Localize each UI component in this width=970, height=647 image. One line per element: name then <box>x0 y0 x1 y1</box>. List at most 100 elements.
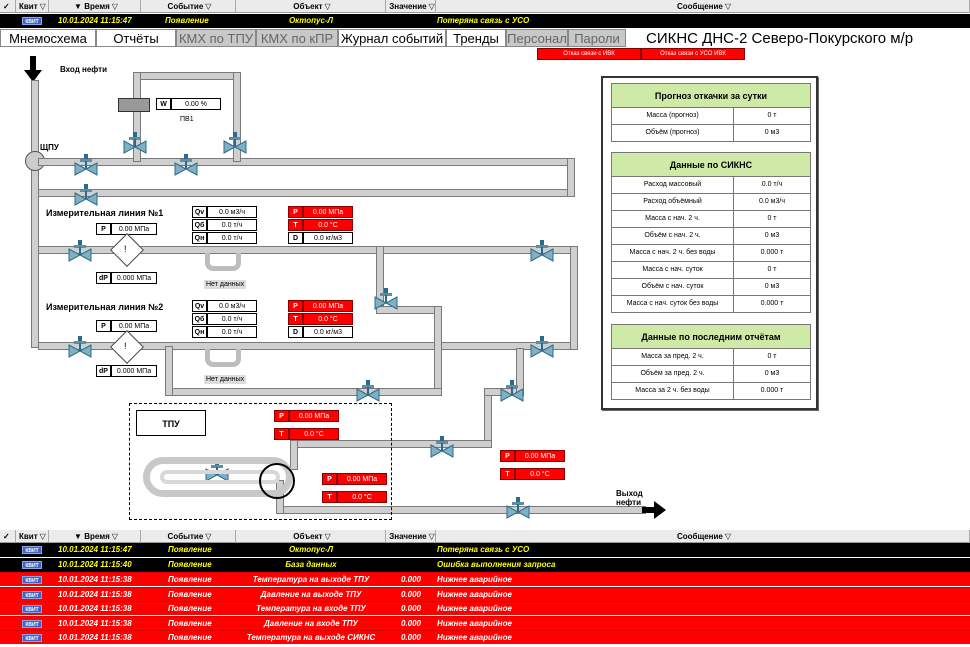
filter-icon[interactable]: ▽ <box>205 2 212 11</box>
filter-icon[interactable]: ▽ <box>724 532 732 541</box>
time-column-header[interactable]: ▼ Время▽ <box>49 0 141 13</box>
kvit-button[interactable]: КВИТ <box>22 605 42 613</box>
uso-ivk-link-fault-button[interactable]: Отказ связи с УСО ИВК <box>641 48 745 60</box>
filter-icon[interactable]: ▽ <box>428 532 435 541</box>
time-column-header[interactable]: ▼ Время▽ <box>49 530 141 543</box>
valve-icon[interactable] <box>68 336 92 360</box>
line2-filter[interactable] <box>110 330 144 364</box>
tpu-detector[interactable] <box>259 463 295 499</box>
valve-icon[interactable] <box>374 288 398 312</box>
check-column-header[interactable]: ✓ <box>0 0 16 13</box>
value-column-header[interactable]: Значение▽ <box>386 530 436 543</box>
valve-icon[interactable] <box>530 336 554 360</box>
event-column-header[interactable]: Событие▽ <box>141 530 236 543</box>
kvit-button[interactable]: КВИТ <box>22 560 42 569</box>
valve-icon[interactable] <box>430 436 454 460</box>
tab-trends[interactable]: Тренды <box>446 29 506 47</box>
value-column-header[interactable]: Значение▽ <box>386 0 436 13</box>
kvit-button[interactable]: КВИТ <box>22 17 42 25</box>
kvit-button[interactable]: КВИТ <box>22 546 42 554</box>
tab-reports[interactable]: Отчёты <box>96 29 176 47</box>
filter-icon[interactable]: ▽ <box>111 532 118 541</box>
valve-icon[interactable] <box>356 380 380 404</box>
filter-icon[interactable]: ▽ <box>111 2 118 11</box>
tab-kmh-tpu[interactable]: КМХ по ТПУ <box>176 29 256 47</box>
kvit-button[interactable]: КВИТ <box>22 619 42 628</box>
valve-icon[interactable] <box>68 240 92 264</box>
object-column-header[interactable]: Объект▽ <box>236 0 386 13</box>
top-alarm-row[interactable]: КВИТ 10.01.2024 11:15:47 Появление Октоп… <box>0 14 970 28</box>
filter-icon[interactable]: ▽ <box>324 532 331 541</box>
sort-icon[interactable]: ▼ <box>74 2 82 11</box>
object-column-header[interactable]: Объект▽ <box>236 530 386 543</box>
filter-icon[interactable]: ▽ <box>205 532 212 541</box>
event-column-header[interactable]: Событие▽ <box>141 0 236 13</box>
tab-mnemoscheme[interactable]: Мнемосхема <box>0 29 96 47</box>
valve-icon[interactable] <box>530 240 554 264</box>
ivk-link-fault-button[interactable]: Отказ связи с ИВК <box>537 48 641 60</box>
line1-filter[interactable] <box>110 233 144 267</box>
filter-icon[interactable]: ▽ <box>724 2 732 11</box>
filter-icon[interactable]: ▽ <box>428 2 435 11</box>
kvit-button[interactable]: КВИТ <box>22 576 42 584</box>
valve-icon[interactable] <box>74 184 98 208</box>
line1-flowmeter[interactable] <box>205 253 241 271</box>
valve-icon[interactable] <box>74 154 98 178</box>
filter-icon[interactable]: ▽ <box>324 2 331 11</box>
tab-personnel[interactable]: Персонал <box>506 29 568 47</box>
filter-icon[interactable]: ▽ <box>39 532 46 541</box>
message-column-header[interactable]: Сообщение▽ <box>436 530 970 543</box>
tpu-title[interactable]: ТПУ <box>136 410 206 436</box>
line2-title: Измерительная линия №2 <box>46 302 164 312</box>
kvit-button[interactable]: КВИТ <box>22 634 42 642</box>
valve-icon[interactable] <box>500 380 524 404</box>
kvit-column-header[interactable]: Квит▽ <box>16 0 49 13</box>
valve-icon[interactable] <box>123 132 147 156</box>
tab-event-log[interactable]: Журнал событий <box>338 29 446 47</box>
kvit-column-header[interactable]: Квит▽ <box>16 530 49 543</box>
filter-icon[interactable]: ▽ <box>39 2 46 11</box>
line2-flowmeter[interactable] <box>205 349 241 367</box>
check-column-header[interactable]: ✓ <box>0 530 16 543</box>
pv1-sampler[interactable] <box>118 98 150 112</box>
valve-icon[interactable] <box>506 497 530 521</box>
tab-kmh-kpr[interactable]: КМХ по кПР <box>256 29 338 47</box>
tab-passwords[interactable]: Пароли <box>568 29 626 47</box>
valve-icon[interactable] <box>174 154 198 178</box>
message-column-header[interactable]: Сообщение▽ <box>436 0 970 13</box>
kvit-button[interactable]: КВИТ <box>22 590 42 599</box>
valve-icon[interactable] <box>223 132 247 156</box>
sort-icon[interactable]: ▼ <box>74 532 82 541</box>
